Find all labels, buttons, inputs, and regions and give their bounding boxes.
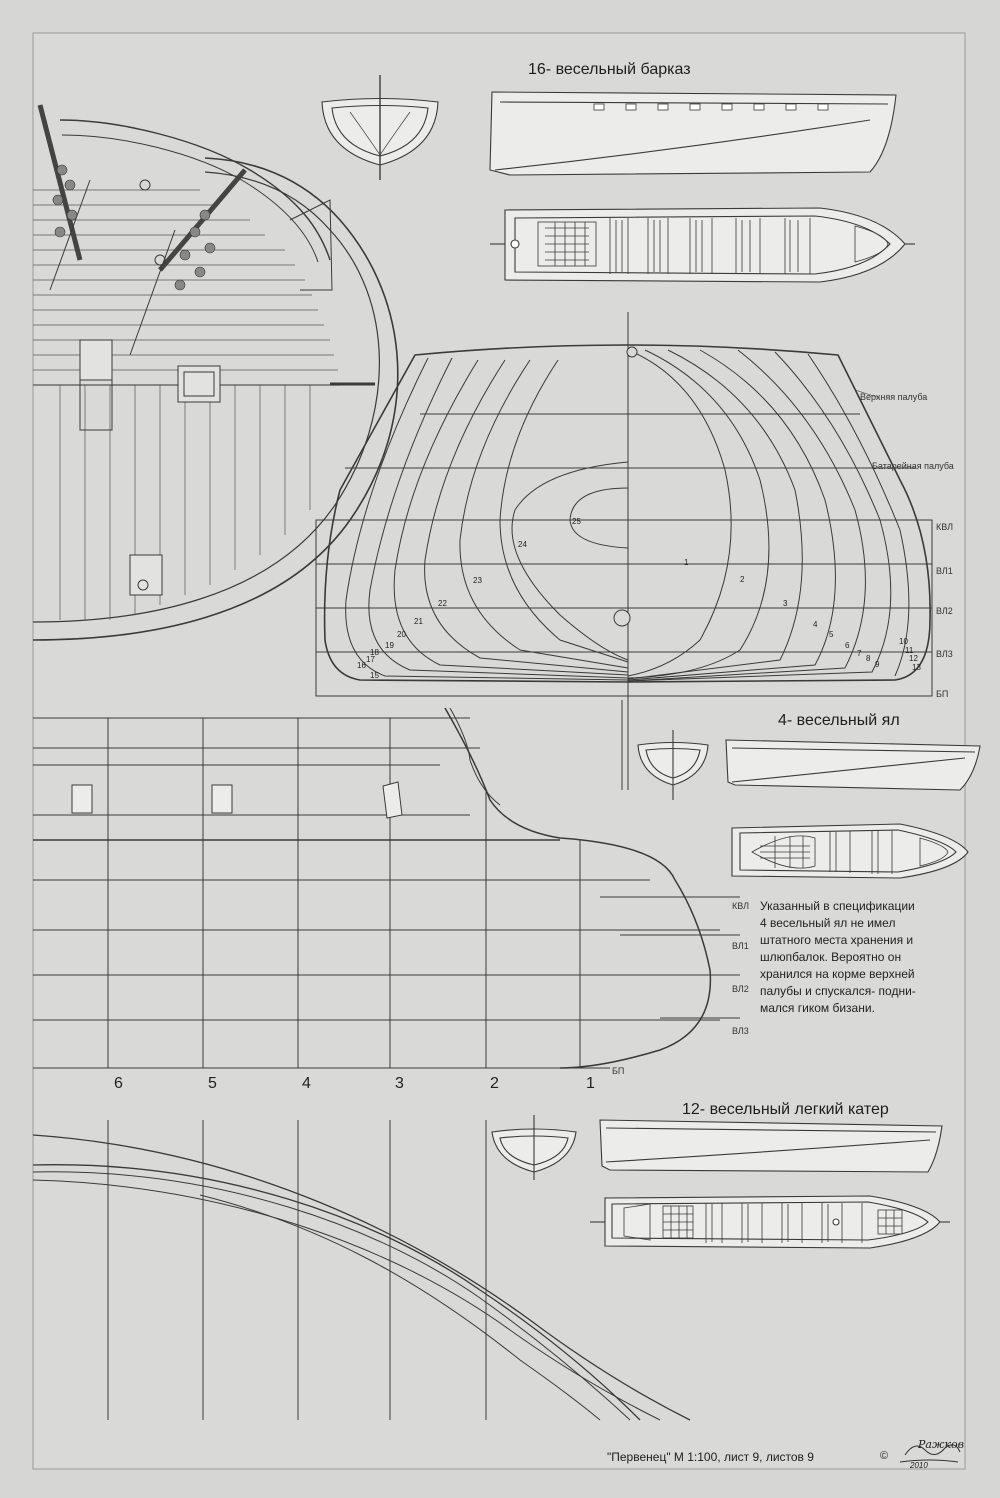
svg-text:10: 10 [899, 637, 908, 646]
note-line: шлюпбалок. Вероятно он [760, 950, 902, 964]
stern-wl-vl2: ВЛ2 [732, 984, 749, 994]
signature-mark [899, 1444, 961, 1463]
body-wl-vl2: ВЛ2 [936, 606, 953, 616]
station-3: 3 [395, 1075, 404, 1092]
longboat-plan [490, 207, 915, 283]
stern-wl-vl3: ВЛ3 [732, 1026, 749, 1036]
svg-text:4: 4 [813, 620, 818, 629]
signature: Ражков [918, 1438, 965, 1451]
svg-text:18: 18 [370, 648, 379, 657]
body-wl-kvl: КВЛ [936, 522, 954, 532]
yawl-note: Указанный в спецификации 4 весельный ял … [760, 898, 950, 1017]
note-line: мался гиком бизани. [760, 1001, 875, 1015]
cutter-plan [590, 1195, 950, 1249]
stern-profile [32, 707, 740, 1421]
svg-text:5: 5 [829, 630, 834, 639]
svg-text:6: 6 [845, 641, 850, 650]
svg-text:7: 7 [857, 649, 862, 658]
svg-text:8: 8 [866, 654, 871, 663]
signature-year: 2010 [910, 1461, 928, 1470]
upper-deck-label: Верхняя палуба [860, 392, 928, 402]
body-wl-vl1: ВЛ1 [936, 566, 953, 576]
note-line: хранился на корме верхней [760, 967, 915, 981]
station-4: 4 [302, 1075, 311, 1092]
note-line: штатного места хранения и [760, 933, 914, 947]
battery-deck-label: Батарейная палуба [872, 461, 954, 471]
station-5: 5 [208, 1075, 217, 1092]
longboat-section [321, 75, 439, 180]
note-line: палубы и спускался- подни- [760, 984, 916, 998]
svg-text:19: 19 [385, 641, 394, 650]
longboat-profile [489, 91, 897, 176]
svg-text:16: 16 [357, 661, 366, 670]
note-line: 4 весельный ял не имел [760, 916, 896, 930]
yawl-profile [725, 739, 981, 791]
svg-text:13: 13 [912, 663, 921, 672]
station-6: 6 [114, 1075, 123, 1092]
svg-text:24: 24 [518, 540, 527, 549]
cutter-section [491, 1115, 577, 1180]
stern-wl-bp: БП [612, 1066, 625, 1076]
yawl-plan [731, 823, 969, 879]
stern-deck-plan [32, 104, 399, 641]
svg-text:17: 17 [366, 655, 375, 664]
copyright-symbol: © [880, 1450, 889, 1462]
svg-text:3: 3 [783, 599, 788, 608]
station-2: 2 [490, 1075, 499, 1092]
note-line: Указанный в спецификации [760, 899, 915, 913]
cutter-title: 12- весельный легкий катер [682, 1101, 889, 1118]
stern-wl-kvl: КВЛ [732, 901, 750, 911]
svg-text:12: 12 [909, 654, 918, 663]
svg-text:2: 2 [740, 575, 745, 584]
longboat-title: 16- весельный барказ [528, 61, 691, 78]
body-wl-bp: БП [936, 689, 949, 699]
svg-text:9: 9 [875, 660, 880, 669]
svg-text:22: 22 [438, 599, 447, 608]
yawl-title: 4- весельный ял [778, 712, 900, 729]
svg-text:15: 15 [370, 671, 379, 680]
body-plan [315, 312, 933, 790]
svg-text:21: 21 [414, 617, 423, 626]
yawl-section [637, 730, 709, 800]
svg-text:25: 25 [572, 517, 581, 526]
footer-caption: "Первенец" М 1:100, лист 9, листов 9 [607, 1450, 814, 1464]
svg-text:20: 20 [397, 630, 406, 639]
svg-text:1: 1 [684, 558, 689, 567]
stern-wl-vl1: ВЛ1 [732, 941, 749, 951]
station-1: 1 [586, 1075, 595, 1092]
body-wl-vl3: ВЛ3 [936, 649, 953, 659]
svg-text:23: 23 [473, 576, 482, 585]
cutter-profile [599, 1119, 943, 1173]
svg-text:11: 11 [905, 646, 914, 655]
